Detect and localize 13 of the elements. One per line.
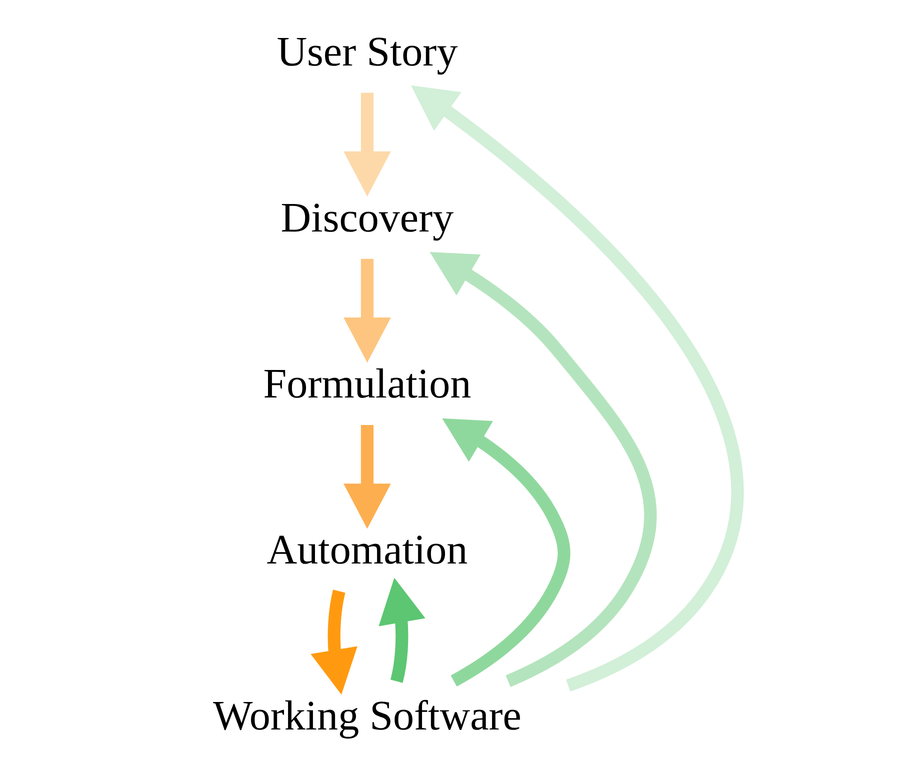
node-text: Working Software — [213, 694, 522, 740]
arrow — [410, 85, 744, 692]
arrow — [430, 252, 656, 687]
arrow — [310, 590, 358, 695]
node-text: Formulation — [263, 362, 472, 408]
node-text: Automation — [266, 528, 468, 574]
arrow — [378, 578, 426, 683]
arrow — [344, 425, 391, 529]
node-text: Discovery — [280, 195, 454, 242]
arrow — [442, 418, 570, 686]
arrow — [344, 258, 391, 363]
arrow — [344, 92, 391, 197]
node-text: User Story — [276, 29, 458, 76]
